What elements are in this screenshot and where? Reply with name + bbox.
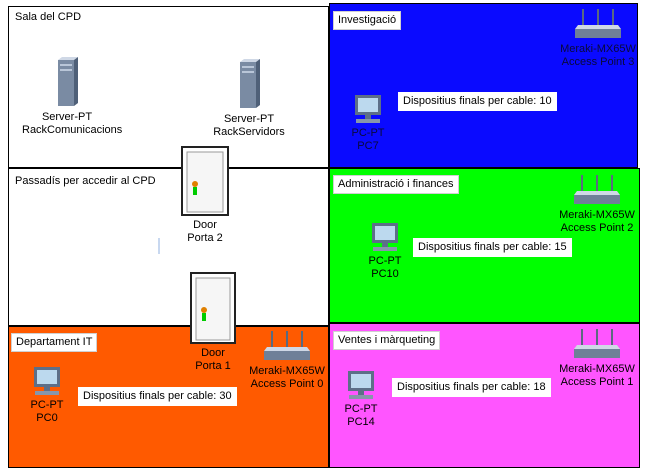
access-point-icon [574, 175, 620, 204]
device-type: PC-PT [351, 127, 385, 139]
server-icon [240, 59, 260, 108]
access-point-0[interactable]: Meraki-MX65W Access Point 0 [242, 330, 332, 391]
device-type: Door [201, 347, 225, 359]
access-point-2[interactable]: Meraki-MX65W Access Point 2 [552, 174, 642, 235]
device-type: Door [193, 219, 217, 231]
device-type: Server-PT [223, 113, 275, 125]
server-rack-servidors[interactable]: Server-PT RackServidors [204, 58, 294, 139]
zone-label: Passadís per accedir al CPD [11, 173, 160, 190]
access-point-icon [574, 329, 620, 358]
device-name: PC0 [36, 412, 58, 424]
device-type: Meraki-MX65W [560, 43, 636, 55]
zone-passadis: Passadís per accedir al CPD [8, 168, 329, 326]
server-icon [58, 57, 78, 106]
device-name: PC10 [371, 268, 399, 280]
access-point-3[interactable]: Meraki-MX65W Access Point 3 [553, 8, 643, 69]
pc-icon [372, 223, 398, 251]
door-porta-2[interactable]: Door Porta 2 [175, 146, 235, 245]
note-wired-devices-investigacio: Dispositius finals per cable: 10 [398, 92, 557, 111]
access-point-1[interactable]: Meraki-MX65W Access Point 1 [552, 328, 642, 389]
pc-icon [348, 371, 374, 399]
note-wired-devices-it: Dispositius finals per cable: 30 [78, 387, 237, 406]
door-icon [181, 146, 229, 216]
device-type: PC-PT [30, 399, 64, 411]
device-type: Meraki-MX65W [559, 209, 635, 221]
zone-label: Departament IT [11, 333, 98, 352]
device-type: PC-PT [368, 255, 402, 267]
device-name: Access Point 3 [561, 56, 635, 68]
device-name: Porta 2 [187, 232, 223, 244]
device-name: Access Point 1 [560, 376, 634, 388]
pc-pc10[interactable]: PC-PT PC10 [360, 222, 410, 281]
pc-icon [34, 367, 60, 395]
device-name: PC14 [347, 416, 375, 428]
zone-label: Administració i finances [333, 175, 459, 194]
access-point-icon [575, 9, 621, 38]
server-rack-comunicacions[interactable]: Server-PT RackComunicacions [22, 56, 123, 137]
pc-pc14[interactable]: PC-PT PC14 [336, 370, 386, 429]
device-name: RackComunicacions [22, 124, 123, 136]
pc-pc0[interactable]: PC-PT PC0 [22, 366, 72, 425]
access-point-icon [264, 331, 310, 360]
zone-label: Sala del CPD [11, 9, 86, 26]
note-wired-devices-vendes: Dispositius finals per cable: 18 [392, 378, 551, 397]
device-name: Access Point 0 [250, 378, 324, 390]
device-type: Meraki-MX65W [559, 363, 635, 375]
device-type: PC-PT [344, 403, 378, 415]
device-type: Server-PT [41, 111, 93, 123]
pc-pc7[interactable]: PC-PT PC7 [343, 94, 393, 153]
door-icon [190, 272, 236, 344]
device-name: PC7 [357, 140, 379, 152]
pc-icon [355, 95, 381, 123]
divider-mark [158, 238, 160, 254]
zone-label: Investigació [333, 11, 402, 30]
device-name: RackServidors [213, 126, 285, 138]
device-name: Access Point 2 [560, 222, 634, 234]
zone-label: Ventes i màrqueting [333, 331, 441, 350]
device-type: Meraki-MX65W [249, 365, 325, 377]
device-name: Porta 1 [195, 360, 231, 372]
note-wired-devices-admin: Dispositius finals per cable: 15 [413, 238, 572, 257]
door-porta-1[interactable]: Door Porta 1 [183, 272, 243, 373]
